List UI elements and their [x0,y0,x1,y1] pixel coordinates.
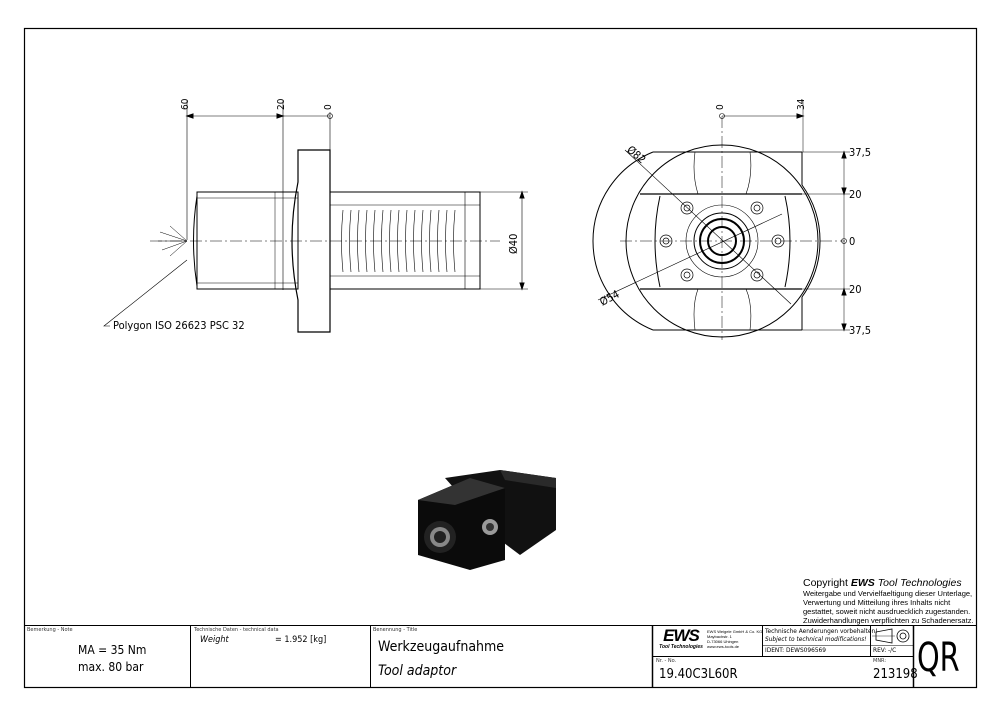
dim-20: 20 [276,98,287,110]
title-english: Tool adaptor [378,663,457,679]
weight-label: Weight [200,635,229,645]
front-view [592,100,850,340]
polygon-callout: Polygon ISO 26623 PSC 32 [113,319,245,332]
front-dim-34: 34 [796,98,807,110]
mnr-number: 213198 [873,667,918,682]
note-label: Bemerkung - Note [27,627,73,633]
company-address: EWS Weigele GmbH & Co. KG Maybachstr. 1 … [707,629,763,649]
front-dim-right-5: 37,5 [849,324,872,337]
title-label: Benennung - Title [373,627,418,633]
dim-60: 60 [180,98,191,110]
title-german: Werkzeugaufnahme [378,639,505,655]
front-dim-right-3: 0 [849,235,856,248]
part-number: 19.40C3L60R [659,667,738,682]
ident-number: IDENT: DEWS096569 [765,646,826,654]
note-line-torque: MA = 35 Nm [78,643,147,657]
revision: REV: -/C [873,646,897,654]
changes-notice-de: Technische Aenderungen vorbehalten! [765,627,878,635]
weight-value: = 1.952 [kg] [275,635,327,645]
note-line-pressure: max. 80 bar [78,660,144,674]
copyright-line: Zuwiderhandlungen verpflichten zu Schade… [803,616,974,625]
copyright-line: Verwertung und Mitteilung ihres Inhalts … [803,598,951,607]
changes-notice-en: Subject to technical modifications! [765,635,867,643]
front-dim-right-1: 37,5 [849,146,872,159]
ews-logo: EWS Tool Technologies [659,626,703,650]
qr-code-label: QR [917,635,960,681]
side-view [103,100,528,333]
copyright-line: Weitergabe und Vervielfaeltigung dieser … [803,589,973,598]
front-dim-0: 0 [715,104,726,110]
copyright-title: Copyright EWS Tool Technologies [803,577,962,589]
mnr-label: MNR: [873,658,887,664]
tech-data-label: Technische Daten - technical data [194,627,279,633]
title-block-grid [24,625,976,688]
projection-symbol [872,628,910,644]
copyright-line: gestattet, soweit nicht ausdruecklich zu… [803,607,971,616]
front-dim-right-2: 20 [849,188,862,201]
dim-diameter-40: Ø40 [507,233,520,254]
part-no-label: Nr. - No. [656,658,677,664]
front-dim-right-4: 20 [849,283,862,296]
sheet-frame [23,27,978,689]
dim-0: 0 [323,104,334,110]
copyright-notice: Copyright EWS Tool Technologies Weiterga… [803,577,974,625]
tool-adaptor-3d-render [418,470,556,570]
